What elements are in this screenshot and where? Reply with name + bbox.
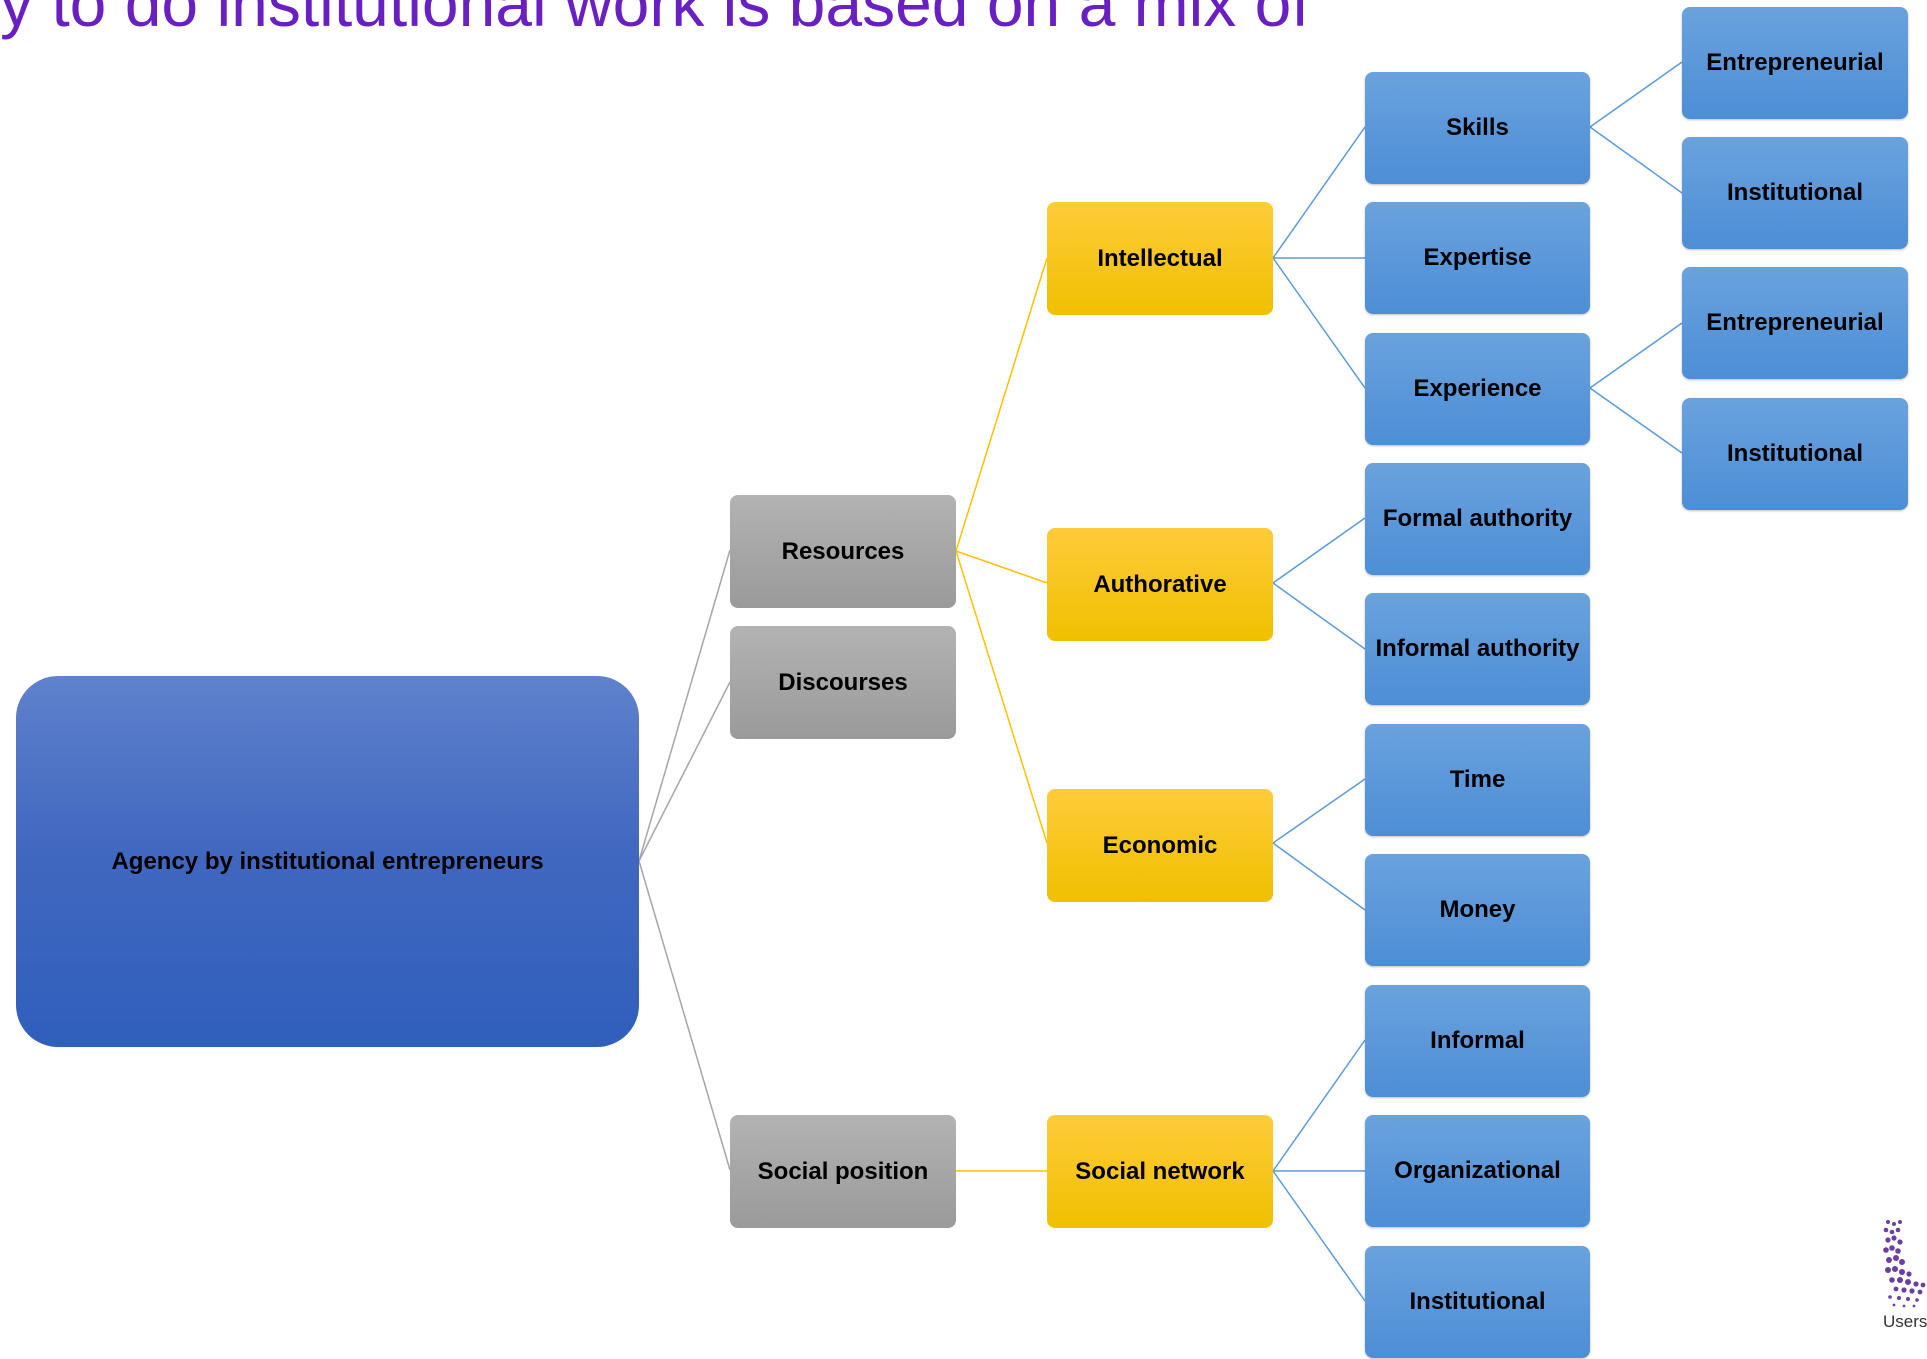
node-skills-entrepreneurial: Entrepreneurial: [1682, 7, 1908, 119]
link-economic-money: [1272, 842, 1366, 911]
node-informal-authority: Informal authority: [1365, 593, 1590, 705]
link-skills-institutional: [1589, 126, 1683, 194]
link-resources-authorative: [955, 550, 1048, 584]
node-time: Time: [1365, 724, 1590, 836]
link-experience-entrepreneurial: [1589, 322, 1683, 389]
node-economic: Economic: [1047, 789, 1273, 902]
node-expertise: Expertise: [1365, 202, 1590, 314]
node-social-network: Social network: [1047, 1115, 1273, 1228]
root-connectors: [638, 549, 731, 1171]
node-money: Money: [1365, 854, 1590, 966]
link-authorative-formal: [1272, 517, 1366, 584]
link-root-discourses: [638, 681, 731, 862]
resource-connectors: [955, 257, 1048, 1172]
node-informal: Informal: [1365, 985, 1590, 1097]
node-experience-institutional: Institutional: [1682, 398, 1908, 510]
node-social-position: Social position: [730, 1115, 956, 1228]
link-resources-intellectual: [955, 257, 1048, 552]
node-authorative: Authorative: [1047, 528, 1273, 641]
slide-title: y to do institutional work is based on a…: [0, 0, 1310, 40]
link-authorative-informal: [1272, 582, 1366, 650]
node-organizational: Organizational: [1365, 1115, 1590, 1227]
link-socialnetwork-informal: [1272, 1039, 1366, 1172]
link-root-resources: [638, 549, 731, 862]
logo-wordmark: Users: [1883, 1312, 1927, 1331]
link-root-social-position: [638, 860, 731, 1171]
node-agency-root: Agency by institutional entrepreneurs: [16, 676, 639, 1047]
node-skills: Skills: [1365, 72, 1590, 184]
link-skills-entrepreneurial: [1589, 61, 1683, 128]
node-discourses: Discourses: [730, 626, 956, 739]
link-intellectual-experience: [1272, 257, 1366, 389]
node-skills-institutional: Institutional: [1682, 137, 1908, 249]
node-resources: Resources: [730, 495, 956, 608]
link-intellectual-skills: [1272, 126, 1366, 259]
university-dots-logo-icon: [1883, 1220, 1926, 1308]
node-intellectual: Intellectual: [1047, 202, 1273, 315]
node-experience-entrepreneurial: Entrepreneurial: [1682, 267, 1908, 379]
node-formal-authority: Formal authority: [1365, 463, 1590, 575]
link-economic-time: [1272, 778, 1366, 844]
node-sn-institutional: Institutional: [1365, 1246, 1590, 1358]
leaf-connectors: [1272, 61, 1683, 1302]
node-experience: Experience: [1365, 333, 1590, 445]
link-experience-institutional: [1589, 387, 1683, 454]
link-socialnetwork-institutional: [1272, 1170, 1366, 1302]
link-resources-economic: [955, 550, 1048, 844]
